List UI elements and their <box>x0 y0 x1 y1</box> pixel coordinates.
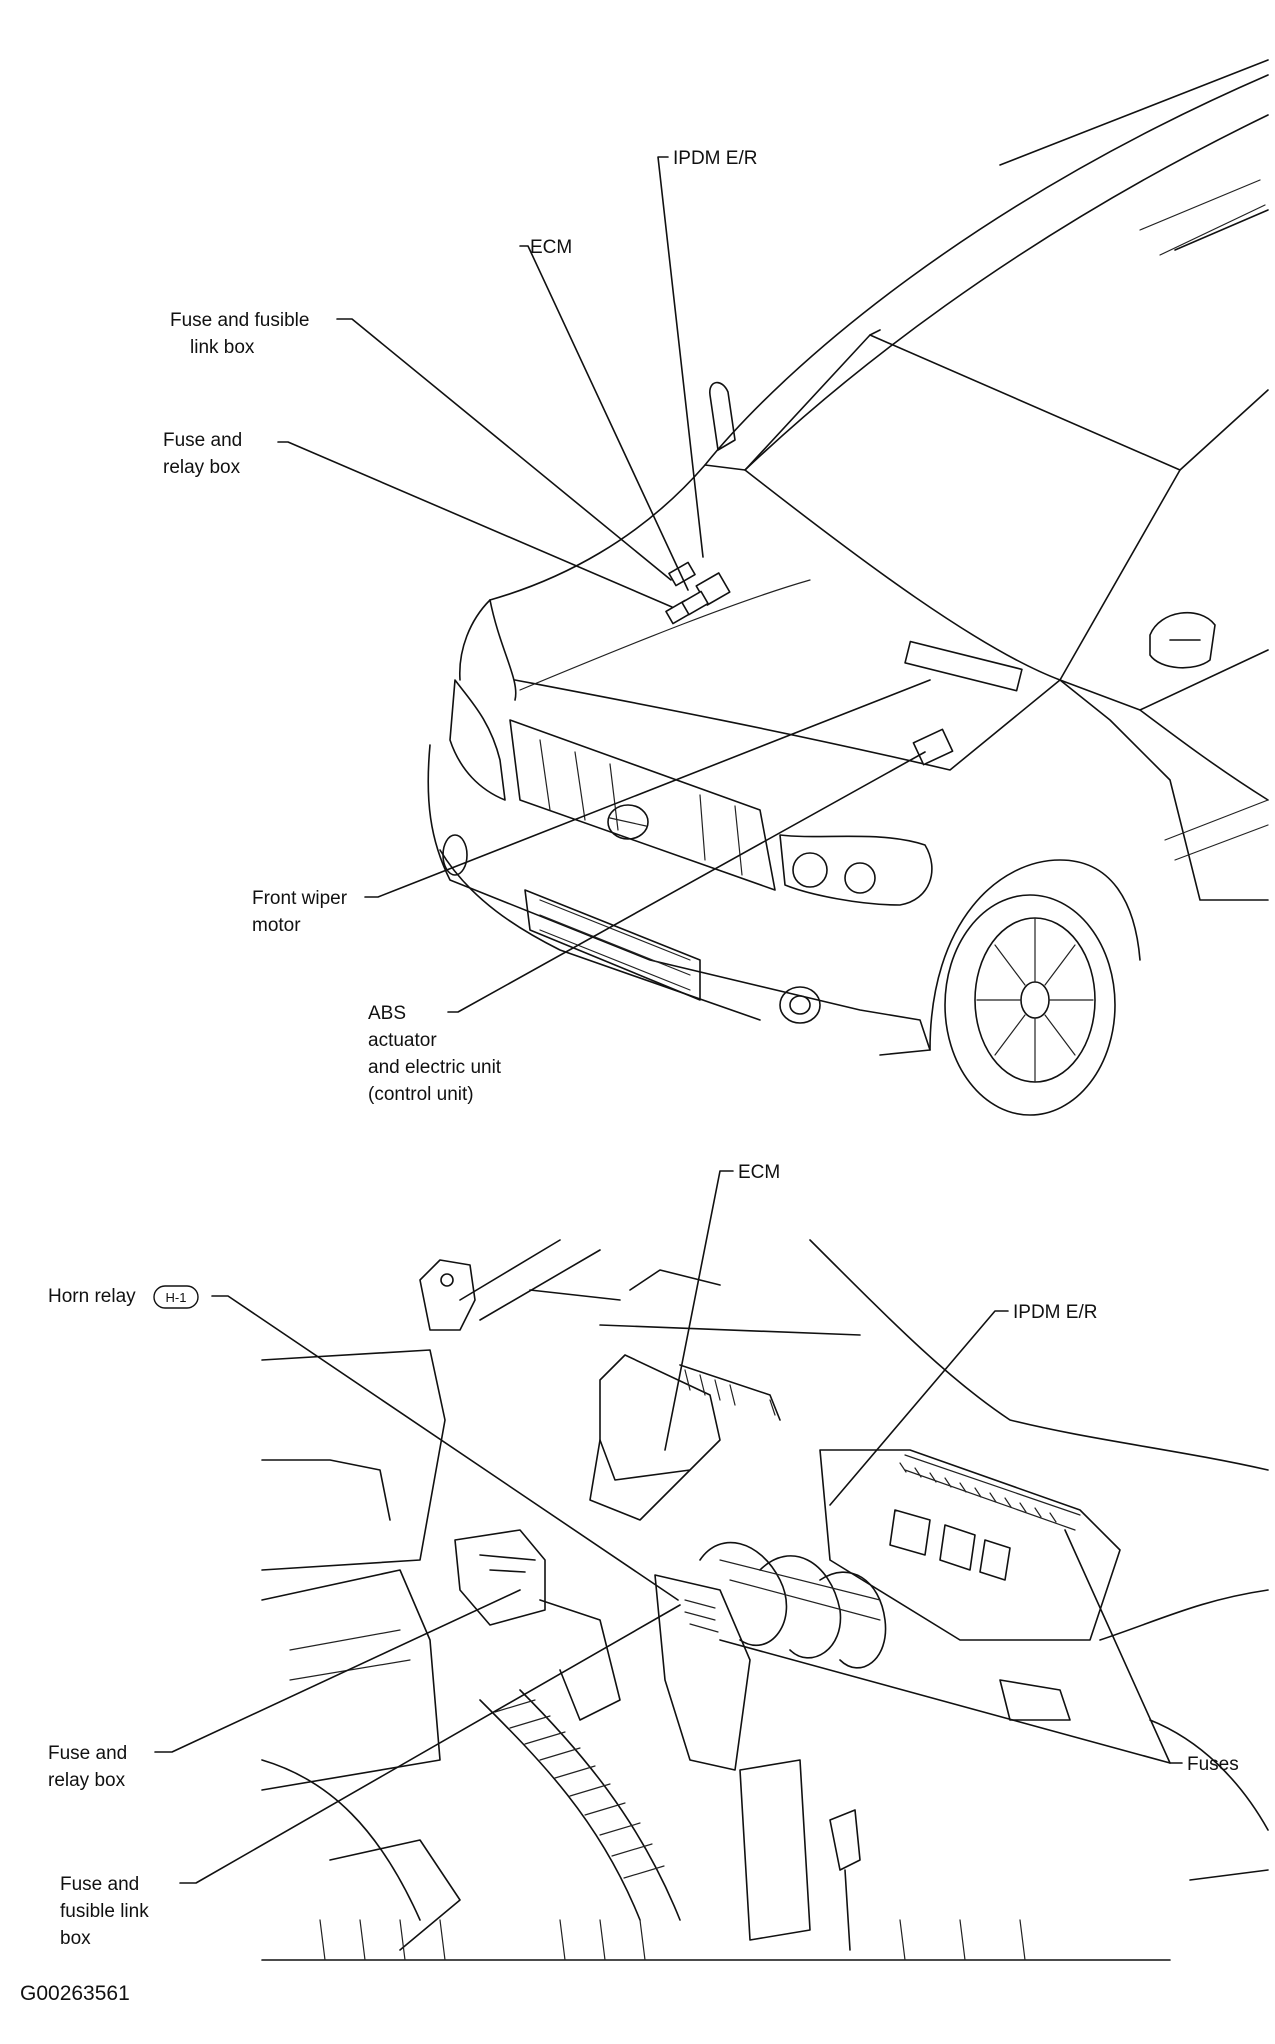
label-horn-relay: Horn relay <box>48 1286 136 1307</box>
ipdm-fuse-strip <box>899 1462 1057 1523</box>
front-tire <box>944 894 1116 1116</box>
fuse-fusible-link-leader <box>336 318 672 581</box>
label-ipdm-er-bottom: IPDM E/R <box>1013 1302 1097 1323</box>
label-ecm-bottom: ECM <box>738 1162 780 1183</box>
ecm-bottom-leader <box>664 1170 734 1451</box>
component-markers <box>665 561 1023 766</box>
fuse-relay-box <box>454 1529 546 1626</box>
label-abs-line3: and electric unit <box>368 1057 502 1078</box>
label-ecm: ECM <box>530 237 572 258</box>
engine-bay-illustration <box>261 1239 1269 1961</box>
label-fuse-fusible-line2: link box <box>190 337 255 358</box>
ipdm-leader <box>657 156 704 558</box>
figure-id: G00263561 <box>20 1982 130 2005</box>
wheel-arch <box>929 859 1141 1051</box>
front-bumper <box>427 744 931 1056</box>
left-inner-structure <box>261 1349 446 1571</box>
windshield <box>744 334 1181 681</box>
corrugated-tube <box>479 1689 681 1921</box>
label-fuses: Fuses <box>1187 1754 1239 1775</box>
fuse-fusible-link-box <box>654 1574 751 1771</box>
label-fuse-fusible-bottom-line1: Fuse and <box>60 1874 139 1895</box>
front-wiper-leader <box>364 679 931 898</box>
hood-rear-edge <box>489 464 1061 681</box>
side-mirror <box>1149 611 1216 669</box>
fuses-leader-1 <box>719 1639 1183 1764</box>
label-horn-relay-badge: H-1 <box>166 1290 187 1305</box>
truck-roof-front-edge <box>704 74 1269 466</box>
bottom-labels: ECM Horn relay H-1 IPDM E/R Fuse and rel… <box>48 1162 1239 1949</box>
label-fuse-relay-line2: relay box <box>163 457 241 478</box>
top-labels: IPDM E/R ECM Fuse and fusible link box F… <box>163 148 757 1105</box>
fuse-fusible-link-box-marker <box>668 561 696 587</box>
label-abs-line1: ABS <box>368 1003 406 1024</box>
label-fuse-fusible-bottom-line3: box <box>60 1928 91 1949</box>
ipdm-bottom-leader <box>829 1310 1009 1506</box>
lower-grille <box>524 889 701 1001</box>
horn-relay-leader <box>211 1295 679 1601</box>
front-wiper-motor-marker <box>904 640 1023 692</box>
hood-front-edge <box>514 679 1061 771</box>
nissan-emblem <box>607 804 649 840</box>
bottom-leader-lines <box>154 1170 1183 1884</box>
fuse-relay-box-leader <box>277 441 673 608</box>
wire-harness <box>699 1541 788 1647</box>
label-fuse-fusible-line1: Fuse and fusible <box>170 310 309 331</box>
label-front-wiper-line1: Front wiper <box>252 888 348 909</box>
fuses-leader-2 <box>1064 1529 1171 1764</box>
connector <box>829 1809 861 1871</box>
label-abs-line4: (control unit) <box>368 1084 474 1105</box>
label-fuse-relay-line1: Fuse and <box>163 430 242 451</box>
fender-line <box>809 1239 1269 1471</box>
right-headlamp <box>779 834 933 906</box>
antenna <box>709 381 736 451</box>
ipdm-er-box <box>819 1449 1121 1641</box>
label-ipdm-er: IPDM E/R <box>673 148 757 169</box>
ecm-leader <box>519 245 689 591</box>
label-front-wiper-line2: motor <box>252 915 301 936</box>
label-fuse-relay-bottom-line1: Fuse and <box>48 1743 127 1764</box>
fuse-fusible-link-bottom-leader <box>179 1604 681 1884</box>
horn-relay-badge <box>153 1285 199 1309</box>
mounting-bracket <box>739 1759 811 1941</box>
fuse-relay-box-bottom-leader <box>154 1589 521 1753</box>
right-fog-lamp <box>779 986 821 1024</box>
battery <box>261 1569 441 1791</box>
label-fuse-fusible-bottom-line2: fusible link <box>60 1901 149 1922</box>
label-abs-line2: actuator <box>368 1030 437 1051</box>
top-leader-lines <box>277 156 931 1013</box>
abs-actuator-marker <box>912 728 954 766</box>
hood-hinge <box>419 1259 476 1331</box>
ecm-marker <box>681 590 709 616</box>
ecm-housing <box>599 1354 721 1481</box>
truck-illustration <box>427 59 1269 1116</box>
label-fuse-relay-bottom-line2: relay box <box>48 1770 126 1791</box>
abs-leader <box>447 751 926 1013</box>
left-headlamp <box>449 679 506 801</box>
ipdm-relays <box>889 1509 1011 1581</box>
left-fog-lamp <box>442 834 468 876</box>
